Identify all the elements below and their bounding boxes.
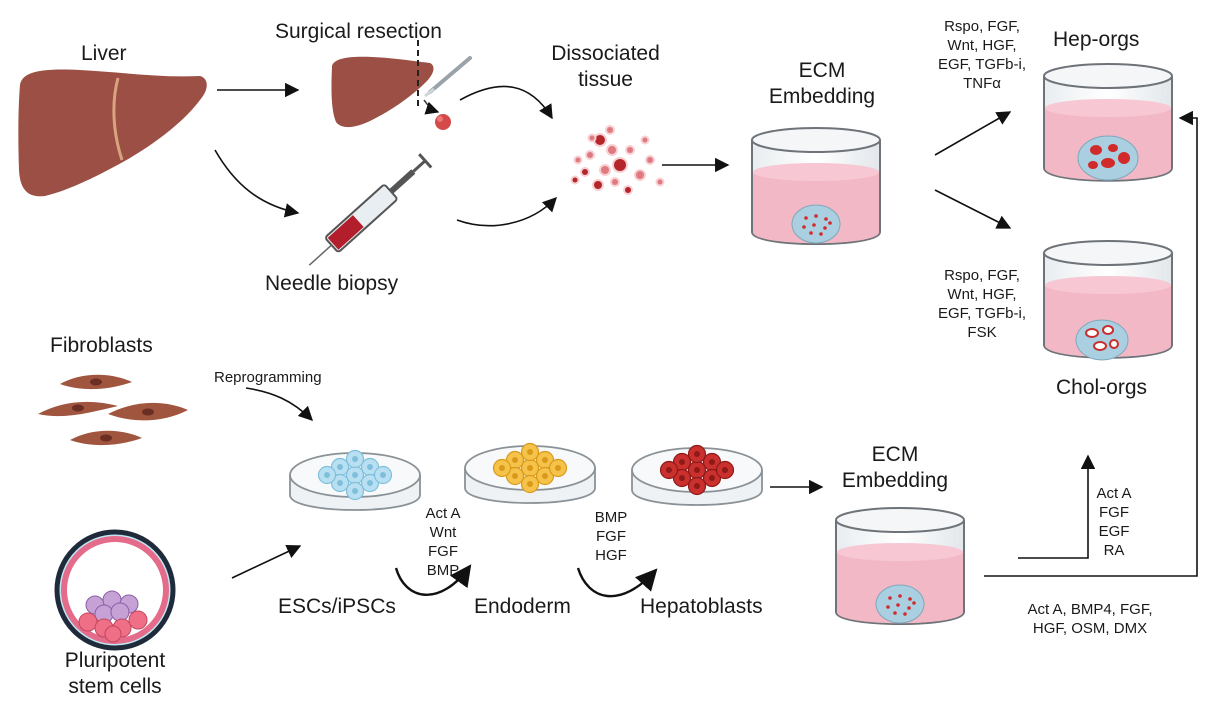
dissociated-tissue-illustration — [570, 125, 665, 195]
tissue-fragment-core — [572, 177, 578, 183]
cell-nucleus — [666, 467, 672, 473]
tissue-fragment-core — [627, 147, 633, 153]
tissue-fragment-core — [582, 169, 588, 175]
tissue-fragment-core — [647, 157, 653, 163]
arrows-top — [214, 82, 1012, 229]
tissue-fragment-core — [636, 171, 644, 179]
label-escs-ipscs: ESCs/iPSCs — [278, 595, 396, 618]
liver-illustration — [18, 69, 207, 197]
cell-nucleus — [324, 472, 330, 478]
organoid-dot — [907, 606, 911, 610]
resected-liver-illustration — [331, 40, 472, 130]
cell-nucleus — [380, 472, 386, 478]
tissue-fragment-core — [595, 135, 605, 145]
cell-nucleus — [527, 449, 533, 455]
label-surgical-resection: Surgical resection — [275, 20, 442, 43]
cell-nucleus — [527, 465, 533, 471]
organoid-dot — [824, 217, 828, 221]
cell-nucleus — [694, 467, 700, 473]
cell-nucleus — [679, 459, 685, 465]
cell-nucleus — [337, 464, 343, 470]
label-fibroblasts: Fibroblasts — [50, 334, 153, 357]
tissue-fragment-core — [608, 146, 616, 154]
hep-factors: Rspo, FGF,Wnt, HGF, EGF, TGFb-i,TNFα — [937, 18, 1027, 92]
tissue-fragment-core — [587, 152, 593, 158]
organoid-dot — [912, 601, 916, 605]
organoid-dot — [886, 605, 890, 609]
chol-factors: Rspo, FGF,Wnt, HGF, EGF, TGFb-i,FSK — [937, 267, 1027, 341]
tissue-fragment-core — [589, 135, 595, 141]
ecm-jar-top — [751, 127, 881, 245]
esc-cell-cluster — [317, 449, 393, 501]
label-hep-orgs: Hep-orgs — [1053, 28, 1140, 51]
cell-nucleus — [555, 465, 561, 471]
tissue-fragment-core — [607, 127, 613, 133]
syringe-illustration — [308, 153, 433, 266]
organoid-dot — [888, 596, 892, 600]
hepatoblast-cell-cluster — [659, 444, 735, 496]
cell-nucleus — [512, 457, 518, 463]
organoid-dot — [812, 223, 816, 227]
cell-nucleus — [527, 481, 533, 487]
tissue-fragment-core — [657, 179, 663, 185]
tissue-fragment-core — [642, 137, 648, 143]
organoid-dot — [823, 226, 827, 230]
cell-nucleus — [722, 467, 728, 473]
tissue-fragment-core — [625, 187, 631, 193]
cell-nucleus — [709, 475, 715, 481]
organoid-dot — [893, 611, 897, 615]
cell-nucleus — [709, 459, 715, 465]
label-endoderm: Endoderm — [474, 595, 571, 618]
organoid-dot — [828, 221, 832, 225]
tissue-fragment-core — [575, 157, 581, 163]
cell-nucleus — [542, 473, 548, 479]
organoid-dot — [819, 232, 823, 236]
chol-orgs-jar — [1043, 240, 1173, 361]
organoid-dot — [903, 612, 907, 616]
label-reprogramming: Reprogramming — [214, 369, 322, 386]
ecm-jar-bottom — [835, 507, 965, 625]
cell-nucleus — [694, 483, 700, 489]
label-hepatoblasts: Hepatoblasts — [640, 595, 763, 618]
organoid-dot — [898, 594, 902, 598]
arrows-bottom — [231, 110, 1198, 598]
bottom-factors: Act A, BMP4, FGF,HGF, OSM, DMX — [1027, 601, 1153, 637]
cell-nucleus — [694, 451, 700, 457]
cell-nucleus — [512, 473, 518, 479]
tissue-fragment-core — [594, 181, 602, 189]
organoid-dot — [804, 216, 808, 220]
organoid-dot — [802, 225, 806, 229]
cell-nucleus — [367, 464, 373, 470]
organoid-dot — [908, 597, 912, 601]
cell-nucleus — [337, 480, 343, 486]
organoid-dot — [896, 603, 900, 607]
label-chol-orgs: Chol-orgs — [1056, 376, 1148, 399]
organoid-dot — [814, 214, 818, 218]
cell-nucleus — [367, 480, 373, 486]
endoderm-cell-cluster — [492, 442, 568, 494]
hep-orgs-jar — [1043, 63, 1173, 182]
cell-nucleus — [352, 456, 358, 462]
cell-nucleus — [352, 488, 358, 494]
cell-nucleus — [499, 465, 505, 471]
organoid-dot — [809, 231, 813, 235]
label-needle-biopsy: Needle biopsy — [265, 272, 399, 295]
tissue-fragment-core — [601, 166, 609, 174]
fibroblasts-illustration — [38, 374, 188, 446]
blastocyst-illustration — [54, 529, 176, 651]
tissue-fragment-core — [612, 179, 618, 185]
label-liver: Liver — [81, 42, 127, 65]
cell-nucleus — [352, 472, 358, 478]
tissue-fragment-core — [614, 159, 626, 171]
cell-nucleus — [679, 475, 685, 481]
cell-nucleus — [542, 457, 548, 463]
